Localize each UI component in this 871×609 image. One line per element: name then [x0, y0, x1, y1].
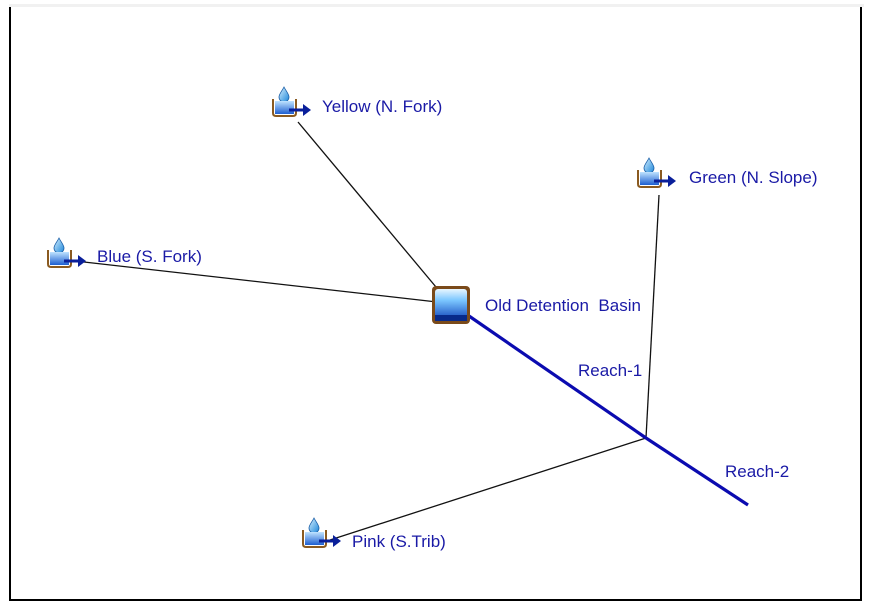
connector-blue: [83, 261, 438, 303]
canvas-top-edge: [9, 4, 864, 7]
subbasin-pink-icon[interactable]: [301, 516, 343, 549]
subbasin-yellow-label[interactable]: Yellow (N. Fork): [322, 97, 442, 116]
reach-1-line[interactable]: [468, 314, 647, 440]
subbasin-green-label[interactable]: Green (N. Slope): [689, 168, 818, 187]
subbasin-yellow-icon[interactable]: [271, 85, 313, 118]
subbasin-green-icon[interactable]: [636, 156, 678, 189]
subbasin-blue-label[interactable]: Blue (S. Fork): [97, 247, 202, 266]
connector-pink: [329, 437, 647, 541]
subbasin-blue-icon[interactable]: [46, 236, 88, 269]
connector-green: [645, 194, 660, 439]
reach-2-label[interactable]: Reach-2: [725, 462, 789, 481]
connector-yellow: [297, 121, 442, 294]
reservoir-icon[interactable]: [432, 286, 470, 324]
reach-1-label[interactable]: Reach-1: [578, 361, 642, 380]
reach-2-line[interactable]: [645, 436, 749, 507]
reservoir-label[interactable]: Old Detention Basin: [485, 296, 641, 315]
subbasin-pink-label[interactable]: Pink (S.Trib): [352, 532, 446, 551]
